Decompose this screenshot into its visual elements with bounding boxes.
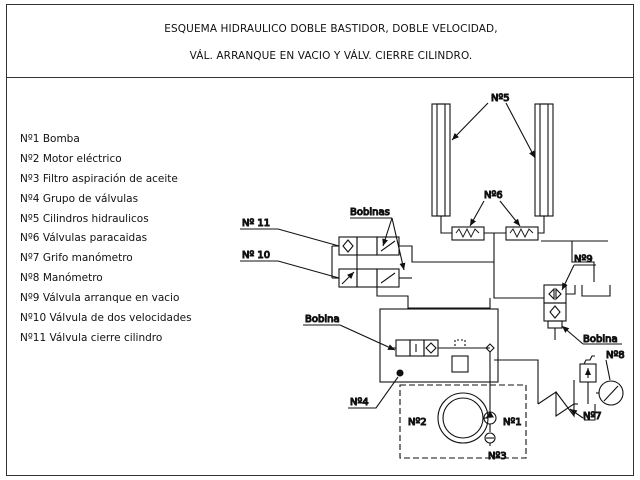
pressure-line xyxy=(493,262,544,299)
leader-n5-left xyxy=(451,102,489,141)
legend-item-paracaidas: Nº6 Válvulas paracaidas xyxy=(20,232,148,245)
leader-n7 xyxy=(569,408,584,419)
tank-outline xyxy=(399,384,527,459)
hydraulic-cylinder-right xyxy=(534,103,554,220)
diagram-title-line-2: VÁL. ARRANQUE EN VACIO Y VÁLV. CIERRE CI… xyxy=(189,50,473,62)
hydraulic-cylinder-left xyxy=(431,103,451,220)
label-n11: Nº 11 xyxy=(242,218,270,229)
label-n6: Nº6 xyxy=(484,190,503,201)
leader-bobina-2 xyxy=(391,217,406,271)
legend-item-grupo-valvulas: Nº4 Grupo de válvulas xyxy=(20,192,139,205)
pressure-relief-valve xyxy=(579,355,597,404)
suction-filter-n3 xyxy=(484,432,496,446)
valve-n10 xyxy=(332,268,400,288)
valve-n9 xyxy=(541,240,611,340)
label-n7: Nº7 xyxy=(583,411,602,422)
leader-n8 xyxy=(605,359,611,381)
label-n5: Nº5 xyxy=(491,93,510,104)
leader-n6-right xyxy=(499,200,521,227)
label-bobina-left: Bobina xyxy=(305,314,340,325)
diagram-title-line-1: ESQUEMA HIDRAULICO DOBLE BASTIDOR, DOBLE… xyxy=(164,23,498,35)
label-n10: Nº 10 xyxy=(242,250,270,261)
label-n4: Nº4 xyxy=(350,397,369,408)
leader-bobina-left xyxy=(339,324,396,351)
label-n8: Nº8 xyxy=(606,350,625,361)
legend-item-bomba: Nº1 Bomba xyxy=(20,133,80,145)
label-n2: Nº2 xyxy=(408,417,427,428)
manometer-n8 xyxy=(596,380,624,406)
leader-n11 xyxy=(240,228,340,247)
leader-bobina-right xyxy=(561,325,584,345)
legend-item-dos-velocidades: Nº10 Válvula de dos velocidades xyxy=(20,312,192,325)
label-n1: Nº1 xyxy=(503,417,522,428)
electric-motor-n2 xyxy=(437,392,489,444)
legend-item-manometro: Nº8 Manómetro xyxy=(20,272,103,285)
label-bobina-right: Bobina xyxy=(583,334,618,345)
title-block: ESQUEMA HIDRAULICO DOBLE BASTIDOR, DOBLE… xyxy=(6,4,634,78)
leader-n6-left xyxy=(469,200,485,227)
component-legend: Nº1 Bomba Nº2 Motor eléctrico Nº3 Filtro… xyxy=(20,130,192,349)
legend-item-motor: Nº2 Motor eléctrico xyxy=(20,152,122,165)
legend-item-cilindros: Nº5 Cilindros hidraulicos xyxy=(20,212,149,225)
drawing-frame xyxy=(6,4,634,476)
label-bobinas: Bobinas xyxy=(350,207,390,218)
legend-item-cierre-cilindro: Nº11 Válvula cierre cilindro xyxy=(20,331,163,344)
leader-n4 xyxy=(348,376,399,409)
label-n9: Nº9 xyxy=(574,254,593,265)
piping-valves-11-10 xyxy=(331,245,494,309)
gauge-valve-n7 xyxy=(494,359,596,421)
pump-n1 xyxy=(483,410,497,432)
legend-item-filtro: Nº3 Filtro aspiración de aceite xyxy=(20,172,178,185)
safety-valves xyxy=(440,220,545,262)
leader-bobina-1 xyxy=(382,217,393,247)
leader-n9 xyxy=(561,264,575,291)
leader-n5-right xyxy=(505,102,536,159)
valve-n11 xyxy=(332,236,400,256)
leader-n10 xyxy=(240,260,340,279)
valve-group-n4 xyxy=(379,308,499,418)
legend-item-arranque-vacio: Nº9 Válvula arranque en vacio xyxy=(20,292,180,305)
label-n3: Nº3 xyxy=(488,451,507,462)
legend-item-grifo: Nº7 Grifo manómetro xyxy=(20,252,133,265)
